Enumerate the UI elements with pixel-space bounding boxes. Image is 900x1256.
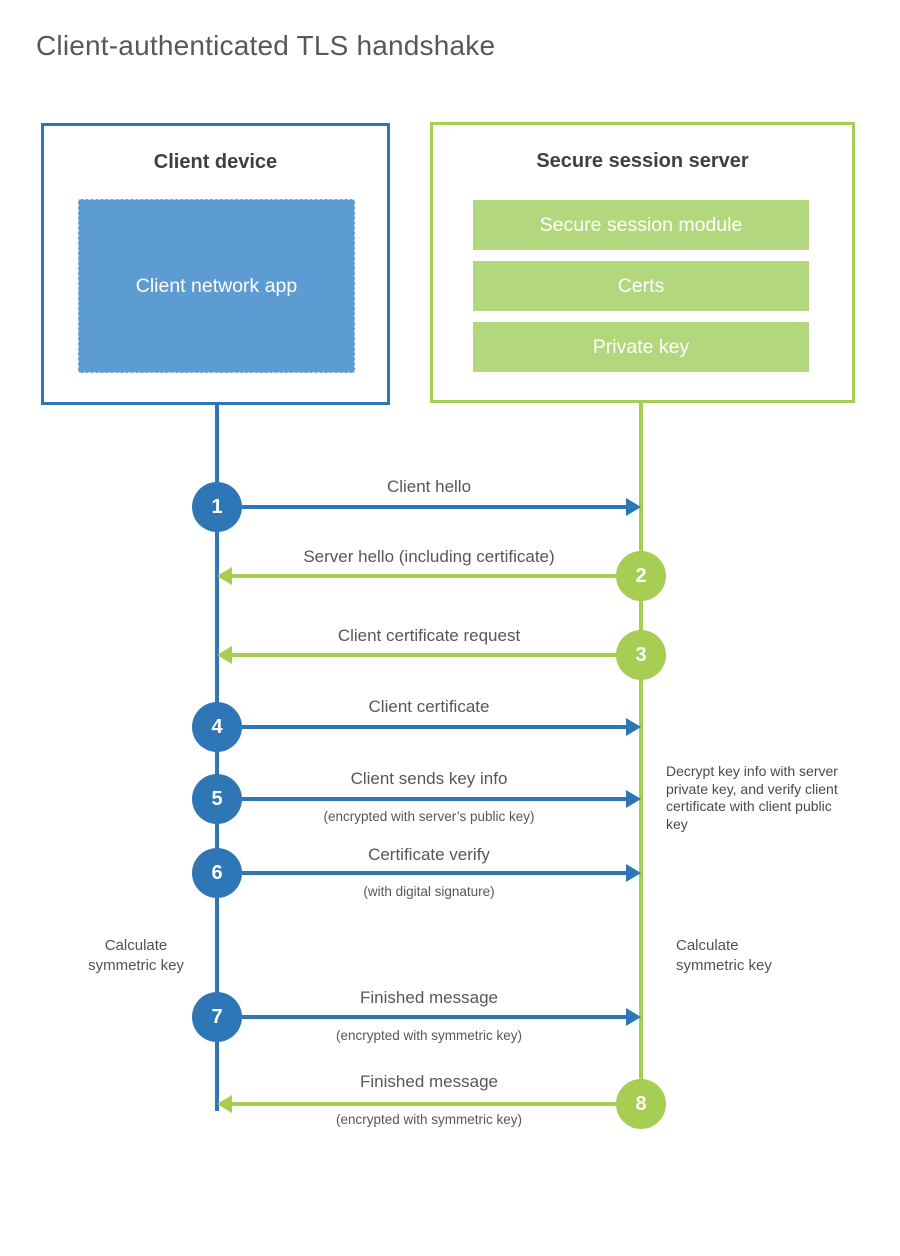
decrypt-note: Decrypt key info with server private key… <box>666 763 838 832</box>
step-6-arrowhead-icon <box>626 864 641 882</box>
step-8-label: Finished message <box>360 1072 498 1091</box>
step-3-arrowhead-icon <box>217 646 232 664</box>
step-3-label: Client certificate request <box>337 626 521 645</box>
page-title: Client-authenticated TLS handshake <box>36 30 496 61</box>
client-device-box: Client device Client network app <box>41 123 390 405</box>
server-module-secure-session: Secure session module <box>473 200 809 250</box>
secure-session-server-title: Secure session server <box>536 150 749 172</box>
step-5-arrowhead-icon <box>626 790 641 808</box>
step-8-circle: 8 <box>616 1079 666 1129</box>
step-6-circle: 6 <box>192 848 242 898</box>
step-7-arrowhead-icon <box>626 1008 641 1026</box>
step-1-arrowhead-icon <box>626 498 641 516</box>
step-4-circle: 4 <box>192 702 242 752</box>
client-lifeline <box>215 404 219 1111</box>
step-4-arrow <box>242 725 627 729</box>
step-7-sublabel: (encrypted with symmetric key) <box>335 1028 523 1043</box>
client-device-title: Client device <box>153 151 278 173</box>
step-2-circle: 2 <box>616 551 666 601</box>
step-5-circle: 5 <box>192 774 242 824</box>
step-8-arrow <box>231 1102 616 1106</box>
server-module-private-key: Private key <box>473 322 809 372</box>
calculate-symmetric-key-note-server: Calculate symmetric key <box>676 937 772 974</box>
step-2-arrowhead-icon <box>217 567 232 585</box>
step-5-arrow <box>242 797 627 801</box>
step-4-label: Client certificate <box>368 697 490 716</box>
step-5-sublabel: (encrypted with server’s public key) <box>323 809 535 824</box>
step-8-arrowhead-icon <box>217 1095 232 1113</box>
step-5-label: Client sends key info <box>350 769 508 788</box>
step-1-label: Client hello <box>386 477 472 496</box>
step-3-arrow <box>231 653 616 657</box>
step-3-circle: 3 <box>616 630 666 680</box>
step-2-arrow <box>231 574 616 578</box>
step-1-circle: 1 <box>192 482 242 532</box>
step-7-arrow <box>242 1015 627 1019</box>
step-1-arrow <box>242 505 627 509</box>
step-7-circle: 7 <box>192 992 242 1042</box>
server-lifeline <box>639 402 643 1107</box>
step-6-arrow <box>242 871 627 875</box>
step-2-label: Server hello (including certificate) <box>303 547 555 566</box>
step-7-label: Finished message <box>360 988 498 1007</box>
calculate-symmetric-key-note-client: Calculate symmetric key <box>88 937 184 974</box>
client-network-app-label: Client network app <box>135 274 298 297</box>
client-network-app-box: Client network app <box>78 199 355 373</box>
step-6-sublabel: (with digital signature) <box>363 884 495 899</box>
secure-session-server-box: Secure session server Secure session mod… <box>430 122 855 403</box>
step-6-label: Certificate verify <box>368 845 490 864</box>
server-module-certs: Certs <box>473 261 809 311</box>
step-8-sublabel: (encrypted with symmetric key) <box>335 1112 523 1127</box>
step-4-arrowhead-icon <box>626 718 641 736</box>
